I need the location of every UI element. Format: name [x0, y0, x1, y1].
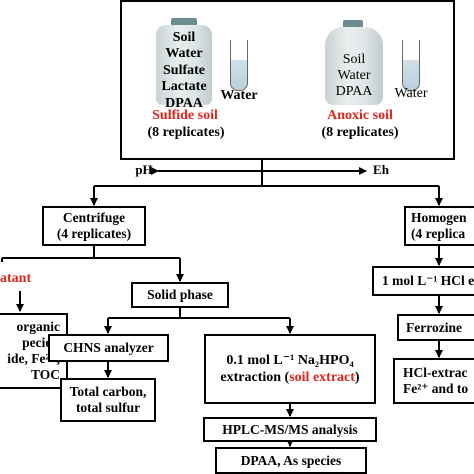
solid-phase-box: Solid phase — [131, 282, 229, 308]
hcl-extract-line: Fe²⁺ and to — [403, 381, 469, 396]
sulfide-content-item: Soil — [172, 30, 196, 45]
centrifuge-box: Centrifuge (4 replicates) — [42, 206, 146, 246]
sulfide-contents: Soil Water Sulfate Lactate DPAA — [144, 30, 224, 112]
sulfide-replicates: (8 replicates) — [147, 125, 225, 140]
anoxic-content-item: DPAA — [335, 84, 373, 100]
chns-label: CHNS analyzer — [63, 340, 154, 356]
eh-label: Eh — [373, 162, 389, 177]
hcl-label: 1 mol L⁻¹ HCl e — [382, 273, 474, 289]
extraction-line2: extraction (soil extract) — [220, 369, 359, 387]
hplc-box: HPLC-MS/MS analysis — [203, 417, 377, 442]
homogen-box: Homogen (4 replica — [404, 206, 474, 246]
sulfide-water-label: Water — [220, 88, 258, 103]
anoxic-content-item: Water — [337, 68, 371, 84]
anoxic-bottle — [325, 27, 383, 105]
homogen-replicates: (4 replica — [411, 226, 466, 241]
anoxic-soil-label: Anoxic soil — [327, 108, 393, 123]
extraction-reagent: 0.1 mol L⁻¹ Na₂HPO₄ — [226, 352, 354, 368]
chns-box: CHNS analyzer — [48, 334, 169, 362]
total-line: total sulfur — [75, 400, 141, 415]
sulfide-content-item: Water — [165, 46, 203, 62]
hcl-extract-line: HCl-extrac — [403, 365, 468, 381]
anoxic-water-label: Water — [394, 86, 428, 101]
sulfide-water-tube — [230, 40, 248, 91]
total-box: Total carbon, total sulfur — [60, 378, 156, 422]
anoxic-content-item: Soil — [342, 52, 366, 67]
ferrozine-box: Ferrozine — [397, 314, 474, 341]
homogen-title: Homogen — [411, 210, 467, 226]
dpaa-box: DPAA, As species — [215, 447, 367, 474]
hcl-box: 1 mol L⁻¹ HCl e — [372, 266, 474, 296]
soil-extract-label: soil extract — [289, 370, 355, 385]
supernatant-analysis-line: TOC — [30, 366, 60, 382]
supernatant-analysis-line: ide, Fe²⁺, — [7, 351, 60, 366]
dpaa-label: DPAA, As species — [240, 452, 342, 468]
anoxic-water-tube — [402, 40, 420, 91]
extraction-prefix: extraction ( — [220, 370, 290, 385]
supernatant-analysis-line: organic — [16, 319, 61, 335]
sulfide-bottle — [156, 25, 212, 105]
extraction-suffix: ) — [354, 370, 360, 385]
hcl-extract-box: HCl-extrac Fe²⁺ and to — [393, 358, 474, 404]
supernatant-label: atant — [0, 271, 32, 286]
anoxic-replicates: (8 replicates) — [321, 125, 399, 140]
sulfide-content-item: DPAA — [165, 95, 203, 111]
solid-phase-label: Solid phase — [147, 287, 213, 303]
ferrozine-label: Ferrozine — [406, 319, 462, 335]
anoxic-bottle-cap — [343, 20, 363, 28]
centrifuge-title: Centrifuge — [62, 210, 126, 226]
extraction-box: 0.1 mol L⁻¹ Na₂HPO₄ extraction (soil ext… — [204, 334, 376, 404]
sulfide-content-item: Sulfate — [163, 62, 205, 78]
ph-label: pH — [135, 162, 153, 177]
sulfide-soil-label: Sulfide soil — [152, 108, 218, 123]
centrifuge-replicates: (4 replicates) — [56, 226, 132, 241]
sulfide-bottle-cap — [171, 18, 197, 26]
hplc-label: HPLC-MS/MS analysis — [222, 421, 358, 437]
anoxic-contents: Soil Water DPAA — [314, 52, 394, 100]
total-line: Total carbon, — [69, 384, 147, 400]
sulfide-content-item: Lactate — [161, 79, 207, 95]
